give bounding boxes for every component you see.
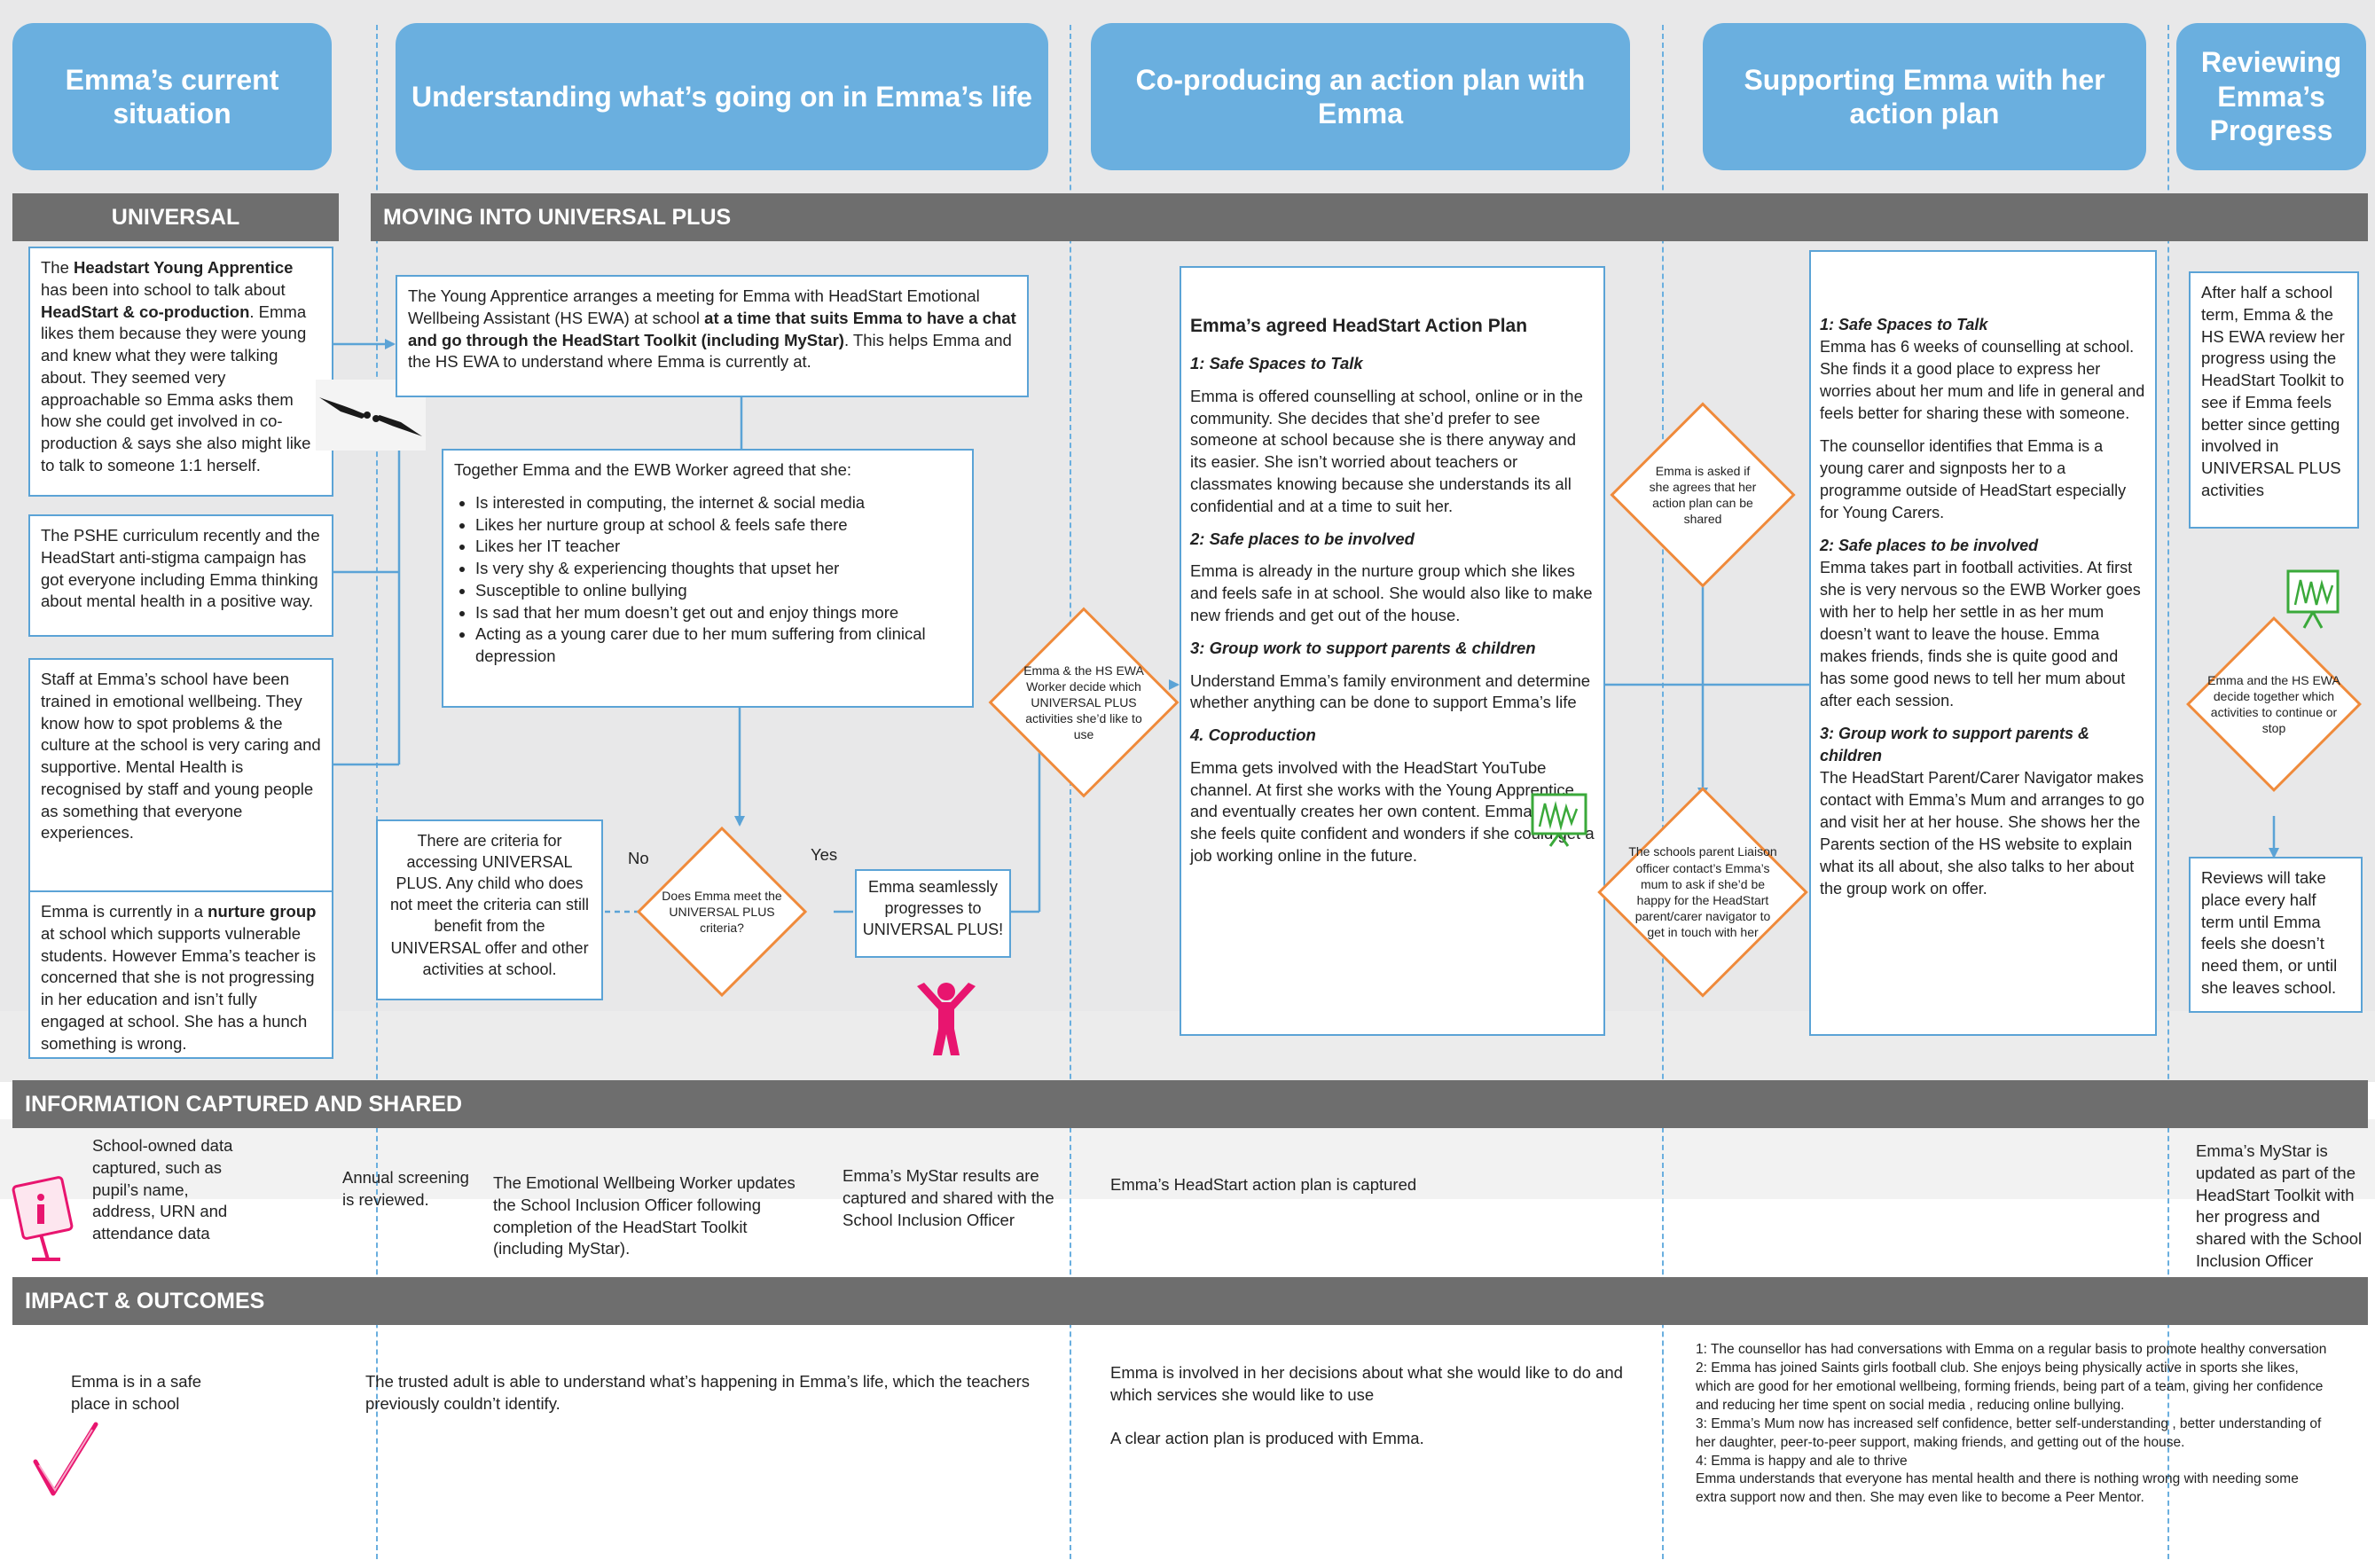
support-text: Emma has 6 weeks of counselling at schoo… [1820, 338, 2145, 423]
impact-outcomes-list: 1: The counsellor has had conversations … [1696, 1341, 2331, 1508]
info-action-plan-captured: Emma’s HeadStart action plan is captured [1110, 1175, 1417, 1194]
plan-heading: 3: Group work to support parents & child… [1190, 638, 1536, 657]
young-apprentice-box: The Headstart Young Apprentice has been … [28, 247, 333, 497]
yes-label: Yes [811, 845, 838, 864]
staff-training-box: Staff at Emma’s school have been trained… [28, 658, 333, 906]
impact-safe-place: Emma is in a safe place in school [71, 1372, 202, 1413]
support-plan-box: 1: Safe Spaces to Talk Emma has 6 weeks … [1809, 250, 2157, 1036]
list-item: Acting as a young carer due to her mum s… [475, 623, 961, 668]
column-header-label: Understanding what’s going on in Emma’s … [412, 80, 1032, 113]
column-header-label: Co-producing an action plan with Emma [1135, 63, 1586, 129]
column-divider [376, 25, 378, 1559]
nurture-group-box: Emma is currently in a nurture group at … [28, 890, 333, 1059]
agreed-intro: Together Emma and the EWB Worker agreed … [454, 460, 851, 479]
list-item: Is very shy & experiencing thoughts that… [475, 558, 961, 580]
support-text: Emma takes part in football activities. … [1820, 559, 2141, 710]
plan-heading: 1: Safe Spaces to Talk [1190, 354, 1363, 373]
pshe-curriculum-box: The PSHE curriculum recently and the Hea… [28, 514, 333, 637]
impact-involved-decisions: Emma is involved in her decisions about … [1110, 1363, 1623, 1404]
column-header-supporting: Supporting Emma with her action plan [1703, 23, 2146, 170]
checkmark-icon [30, 1419, 101, 1499]
info-mystar-updated: Emma’s MyStar is updated as part of the … [2196, 1141, 2363, 1270]
section-bar-universal: UNIVERSAL [12, 193, 339, 241]
ongoing-reviews-box: Reviews will take place every half term … [2189, 857, 2363, 1013]
list-item: Likes her IT teacher [475, 536, 961, 558]
info-annual-screening: Annual screening is reviewed. [342, 1168, 469, 1209]
list-item: Is sad that her mum doesn’t get out and … [475, 602, 961, 624]
no-label: No [628, 849, 649, 867]
plan-text: Emma gets involved with the HeadStart Yo… [1190, 757, 1595, 865]
plan-heading: 2: Safe places to be involved [1190, 529, 1415, 548]
plan-text: Emma is already in the nurture group whi… [1190, 561, 1593, 624]
plan-sharing-text: Emma is asked if she agrees that her act… [1649, 463, 1757, 527]
liaison-text: The schools parent Liaison officer conta… [1628, 844, 1777, 940]
section-bar-impact: IMPACT & OUTCOMES [12, 1277, 2368, 1325]
column-divider [2167, 25, 2169, 1559]
column-header-understanding: Understanding what’s going on in Emma’s … [396, 23, 1048, 170]
column-header-label: Reviewing Emma’s Progress [2200, 46, 2342, 147]
criteria-decision-text: Does Emma meet the UNIVERSAL PLUS criter… [662, 888, 782, 936]
support-heading: 2: Safe places to be involved [1820, 537, 2039, 555]
plan-text: Understand Emma’s family environment and… [1190, 670, 1591, 712]
list-item: 3: Emma’s Mum now has increased self con… [1696, 1415, 2322, 1450]
review-progress-box: After half a school term, Emma & the HS … [2189, 271, 2359, 529]
column-divider [1070, 25, 1071, 1559]
list-item: 1: The counsellor has had conversations … [1696, 1342, 2327, 1357]
agreed-needs-box: Together Emma and the EWB Worker agreed … [442, 449, 974, 708]
meeting-arrangement-box: The Young Apprentice arranges a meeting … [396, 275, 1029, 397]
section-bar-universal-plus: MOVING INTO UNIVERSAL PLUS [371, 193, 2368, 241]
info-ewb-update: The Emotional Wellbeing Worker updates t… [493, 1173, 796, 1258]
whiteboard-icon [2285, 568, 2341, 631]
list-item: Is interested in computing, the internet… [475, 492, 961, 514]
support-text: The HeadStart Parent/Carer Navigator mak… [1820, 769, 2144, 898]
review-decision-text: Emma and the HS EWA decide together whic… [2207, 672, 2340, 736]
column-header-current-situation: Emma’s current situation [12, 23, 332, 170]
plan-text: Emma is offered counselling at school, o… [1190, 386, 1583, 515]
info-mystar-captured: Emma’s MyStar results are captured and s… [843, 1166, 1054, 1229]
support-heading: 3: Group work to support parents & child… [1820, 725, 2090, 765]
column-header-coproducing: Co-producing an action plan with Emma [1091, 23, 1630, 170]
celebrating-person-icon [906, 979, 986, 1059]
progresses-box: Emma seamlessly progresses to UNIVERSAL … [855, 869, 1011, 958]
column-header-label: Supporting Emma with her action plan [1744, 63, 2105, 129]
info-band-lower [0, 1199, 2375, 1279]
section-bar-information: INFORMATION CAPTURED AND SHARED [12, 1080, 2368, 1128]
decide-activities-text: Emma & the HS EWA Worker decide which UN… [1023, 662, 1144, 742]
agreed-needs-list: Is interested in computing, the internet… [454, 492, 961, 668]
column-divider [1662, 25, 1664, 1559]
info-school-data: School-owned data captured, such as pupi… [92, 1136, 233, 1243]
handshake-image [316, 380, 426, 451]
list-item: 2: Emma has joined Saints girls football… [1696, 1360, 2324, 1413]
support-text: The counsellor identifies that Emma is a… [1820, 437, 2127, 522]
info-band [0, 1119, 2375, 1199]
impact-trusted-adult: The trusted adult is able to understand … [365, 1372, 1031, 1413]
whiteboard-icon [1529, 791, 1589, 850]
impact-clear-plan: A clear action plan is produced with Emm… [1110, 1429, 1424, 1447]
list-item: Susceptible to online bullying [475, 580, 961, 602]
info-sign-icon [5, 1169, 76, 1263]
action-plan-box: Emma’s agreed HeadStart Action Plan 1: S… [1180, 266, 1605, 1036]
list-item: Likes her nurture group at school & feel… [475, 514, 961, 537]
column-header-label: Emma’s current situation [65, 63, 279, 129]
plan-heading: 4. Coproduction [1190, 725, 1316, 745]
list-item: Emma understands that everyone has menta… [1696, 1471, 2299, 1506]
impact-band [0, 1323, 2375, 1568]
criteria-box: There are criteria for accessing UNIVERS… [376, 819, 603, 1000]
support-heading: 1: Safe Spaces to Talk [1820, 316, 1988, 333]
list-item: 4: Emma is happy and ale to thrive [1696, 1453, 1908, 1469]
column-header-reviewing: Reviewing Emma’s Progress [2176, 23, 2366, 170]
action-plan-title: Emma’s agreed HeadStart Action Plan [1190, 316, 1528, 336]
